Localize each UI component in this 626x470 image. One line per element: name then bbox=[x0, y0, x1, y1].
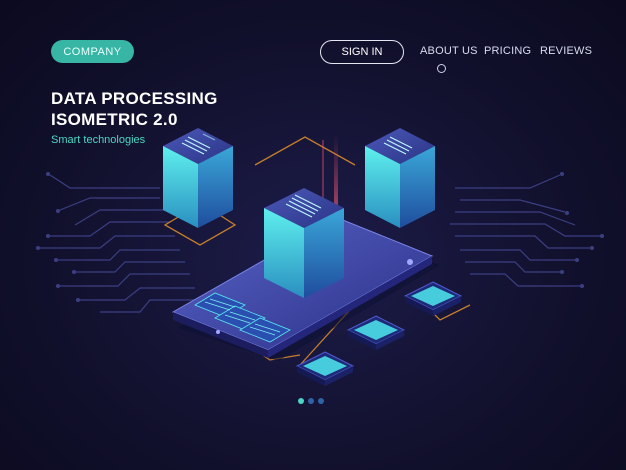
company-logo-button[interactable]: COMPANY bbox=[51, 40, 134, 63]
server-right-icon bbox=[365, 128, 435, 228]
server-left-icon bbox=[163, 128, 233, 228]
chip-icon bbox=[295, 281, 463, 386]
server-center-icon bbox=[264, 188, 344, 298]
pagination-dot-2[interactable] bbox=[308, 398, 314, 404]
pagination-dot-1[interactable] bbox=[298, 398, 304, 404]
nav-pricing[interactable]: PRICING bbox=[484, 45, 532, 57]
hero-title-line2: ISOMETRIC 2.0 bbox=[51, 110, 178, 129]
pagination-dot-3[interactable] bbox=[318, 398, 324, 404]
screen-panels bbox=[194, 292, 291, 343]
pagination-dots[interactable] bbox=[298, 398, 324, 404]
hero-subtitle: Smart technologies bbox=[51, 134, 146, 146]
nav-about-us[interactable]: ABOUT US bbox=[420, 45, 478, 57]
hero-title-line1: DATA PROCESSING bbox=[51, 89, 218, 108]
sign-in-button[interactable]: SIGN IN bbox=[320, 40, 404, 64]
nav-reviews[interactable]: REVIEWS bbox=[540, 45, 593, 57]
circuit-lines-left-icon bbox=[40, 174, 200, 313]
active-nav-indicator bbox=[437, 64, 446, 73]
circuit-lines-right-icon bbox=[450, 174, 600, 287]
